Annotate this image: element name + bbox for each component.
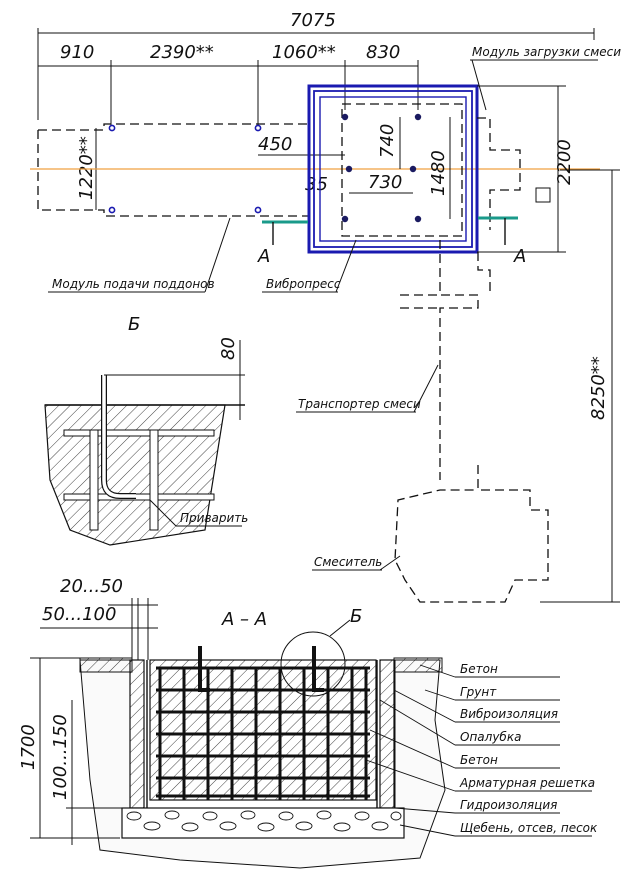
anchor-j-bolt-inner: [102, 375, 136, 498]
leader-line: [329, 619, 351, 637]
gravel-stones: [126, 810, 402, 832]
plan-view: 7075 910 2390** 1060** 830 Модуль загруз…: [30, 10, 621, 603]
legend-item: Арматурная решетка: [459, 776, 595, 790]
dim-2390: 2390**: [150, 42, 214, 63]
bolt-hole: [108, 124, 116, 132]
anchor-bolt-left: [198, 646, 210, 692]
wall-left: [129, 659, 145, 809]
label-module-loading: Модуль загрузки смеси: [472, 45, 621, 59]
dim-1480: 1480: [428, 150, 449, 196]
leader-line: [204, 217, 231, 293]
press-frame-outer: [307, 84, 479, 254]
dim-740: 740: [377, 124, 398, 158]
ground-strip-left: [79, 657, 133, 673]
anchor-bolts: [341, 113, 422, 223]
dim-100-150: 100...150: [50, 714, 71, 800]
legend-item: Гидроизоляция: [460, 798, 557, 812]
bolt-hole: [254, 124, 262, 132]
dim-35: 35: [305, 174, 328, 195]
anchor-bolt-right: [312, 646, 324, 692]
label-vibropress: Вибропресс: [266, 277, 341, 291]
label-mixer: Смеситель: [314, 555, 382, 569]
legend-item: Бетон: [460, 662, 498, 676]
label-conveyor: Транспортер смеси: [298, 397, 421, 411]
dim-8250: 8250**: [588, 356, 609, 420]
legend-item: Опалубка: [460, 730, 521, 744]
dim-2200: 2200: [554, 139, 575, 185]
dim-50-100: 50...100: [42, 604, 116, 625]
label-weld: Приварить: [180, 511, 248, 525]
legend-item: Виброизоляция: [460, 707, 558, 721]
section-aa-title: А – А: [221, 609, 267, 630]
dim-1700: 1700: [18, 724, 39, 770]
wall-right: [379, 659, 395, 809]
label-module-pallets: Модуль подачи поддонов: [52, 277, 215, 291]
leader-line: [413, 364, 439, 413]
loading-module-outline: [477, 117, 521, 230]
rebar-horizontal: [63, 493, 215, 501]
section-a-right: А: [513, 246, 526, 267]
dim-1060: 1060**: [272, 42, 336, 63]
dim-830: 830: [366, 42, 400, 63]
bolt-hole: [254, 206, 262, 214]
detail-b: Б 80 Приварить: [44, 314, 248, 546]
dim-730: 730: [368, 172, 402, 193]
dim-450: 450: [258, 134, 292, 155]
rebar-vertical: [89, 429, 99, 531]
section-a-left: А: [257, 246, 270, 267]
legend-item: Грунт: [460, 685, 497, 699]
mixer-outline: [394, 465, 549, 603]
press-frame-inner: [319, 96, 467, 242]
dim-total: 7075: [290, 10, 336, 31]
legend-leaders: [365, 664, 592, 837]
leader-line: [149, 499, 177, 527]
rebar-vertical: [149, 429, 159, 531]
dim-20-50: 20...50: [60, 576, 123, 597]
callout-circle: [280, 631, 346, 697]
leader-line: [379, 555, 401, 571]
callout-b: Б: [350, 606, 362, 627]
dim-1220: 1220**: [76, 136, 97, 200]
press-base-outline: [341, 103, 463, 237]
legend-item: Щебень, отсев, песок: [460, 821, 598, 835]
conveyor-outline: [400, 240, 479, 480]
legend-item: Бетон: [460, 753, 498, 767]
pallet-module-outline: [37, 123, 309, 217]
section-aa: А – А 20...50 50...100: [18, 576, 598, 869]
dim-910: 910: [60, 42, 94, 63]
bolt-hole: [108, 206, 116, 214]
rebar-horizontal: [63, 429, 215, 437]
loading-box: [535, 187, 551, 203]
dim-80: 80: [218, 337, 239, 360]
leader-line: [471, 59, 487, 111]
view-b-title: Б: [128, 314, 140, 335]
leader-line: [335, 239, 357, 293]
conveyor-outline: [477, 252, 491, 295]
press-frame-mid: [313, 90, 473, 248]
